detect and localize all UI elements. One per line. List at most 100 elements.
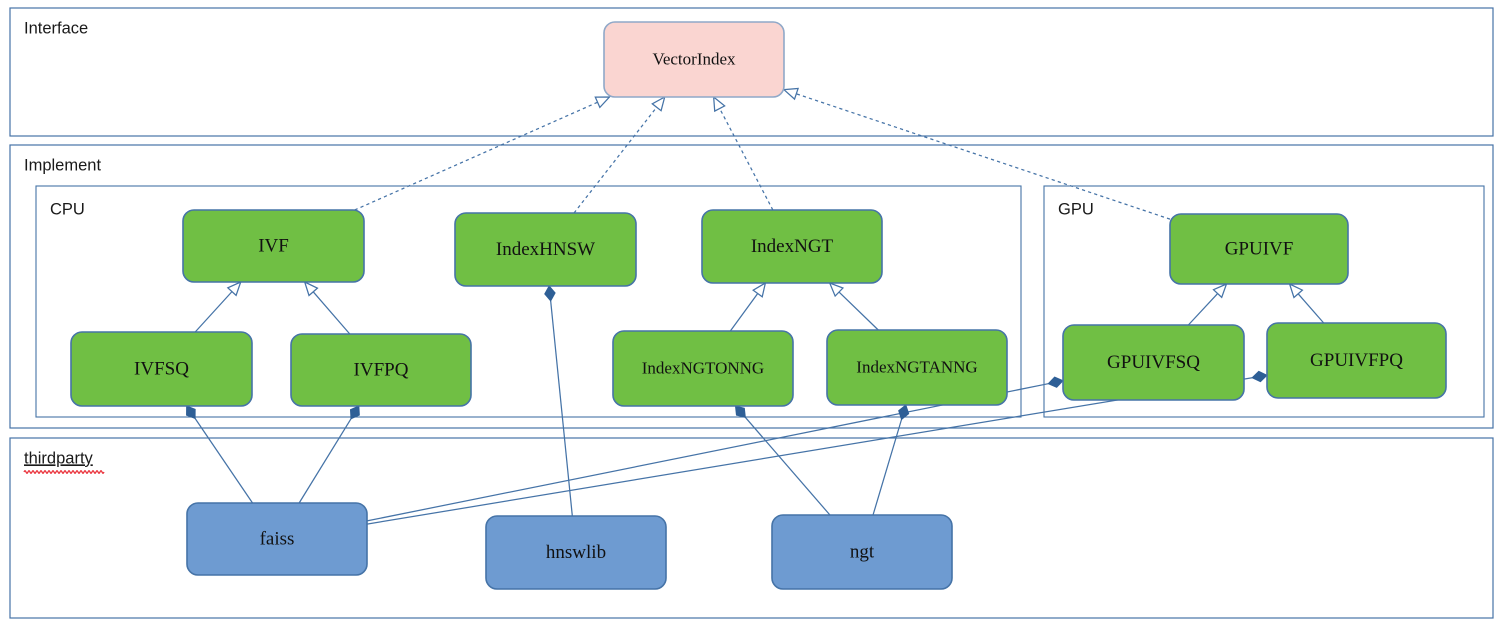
container-label-thirdparty: thirdparty: [24, 449, 94, 467]
edge-line: [796, 93, 1171, 220]
generalization-arrowhead: [1288, 282, 1304, 299]
generalization-arrowhead: [651, 95, 666, 112]
node-label-ivfpq: IVFPQ: [354, 359, 409, 380]
node-indexhnsw[interactable]: IndexHNSW: [454, 212, 637, 287]
node-label-ngt: ngt: [850, 541, 875, 562]
generalization-arrowhead: [594, 96, 611, 109]
node-box-indexhnsw[interactable]: [454, 212, 637, 287]
edge-realization-indexhnsw-to-vectorindex: [573, 95, 666, 214]
node-box-hnswlib[interactable]: [485, 515, 667, 590]
edge-line: [1187, 293, 1219, 326]
edge-generalization-indexngtanng-to-indexngt: [828, 281, 879, 331]
node-label-gpuivf: GPUIVF: [1225, 238, 1294, 259]
edge-generalization-gpuivfpq-to-gpuivf: [1288, 282, 1325, 324]
edge-line: [298, 418, 352, 504]
arrowhead-hollow-triangle-0: [594, 96, 611, 109]
arrowhead-filled-diamond-11: [349, 405, 360, 420]
composition-diamond: [734, 405, 746, 418]
arrowhead-hollow-triangle-1: [651, 95, 666, 112]
generalization-arrowhead: [752, 281, 767, 298]
node-box-gpuivf[interactable]: [1169, 213, 1349, 285]
composition-diamond: [349, 405, 360, 420]
node-indexngtonng[interactable]: IndexNGTONNG: [612, 330, 794, 407]
arrowhead-hollow-triangle-7: [828, 281, 845, 298]
composition-diamond: [544, 285, 556, 302]
edge-line: [194, 418, 254, 504]
node-vectorindex[interactable]: VectorIndex: [603, 21, 785, 98]
edge-generalization-ivfpq-to-ivf: [303, 280, 351, 335]
edge-composition-ngt-to-indexngtanng: [872, 404, 910, 516]
node-box-indexngtanng[interactable]: [826, 329, 1008, 406]
arrowhead-hollow-triangle-4: [226, 280, 242, 297]
arrowhead-filled-diamond-10: [186, 405, 196, 420]
edge-composition-faiss-to-gpuivfsq: [366, 376, 1064, 522]
edge-composition-faiss-to-ivfpq: [298, 405, 360, 504]
container-label-interface: Interface: [24, 19, 88, 37]
edge-generalization-indexngtonng-to-indexngt: [729, 281, 767, 332]
arrowhead-hollow-triangle-3: [782, 87, 800, 101]
edge-line: [194, 291, 233, 333]
node-faiss[interactable]: faiss: [186, 502, 368, 576]
node-label-ivf: IVF: [258, 235, 289, 256]
arrowhead-hollow-triangle-2: [712, 95, 726, 113]
edge-line: [312, 291, 351, 335]
node-box-gpuivfpq[interactable]: [1266, 322, 1447, 399]
subcontainer-label-cpu: CPU: [50, 200, 85, 218]
edge-line: [838, 291, 879, 331]
node-label-indexngt: IndexNGT: [751, 236, 834, 257]
node-ngt[interactable]: ngt: [771, 514, 953, 590]
node-label-indexngtonng: IndexNGTONNG: [642, 358, 764, 377]
edge-composition-hnswlib-to-indexhnsw: [544, 285, 573, 517]
subcontainer-label-gpu: GPU: [1058, 200, 1094, 218]
node-label-indexngtanng: IndexNGTANNG: [856, 357, 977, 376]
node-indexngtanng[interactable]: IndexNGTANNG: [826, 329, 1008, 406]
node-indexngt[interactable]: IndexNGT: [701, 209, 883, 284]
arrowhead-filled-diamond-16: [898, 404, 910, 421]
arrowhead-hollow-triangle-6: [752, 281, 767, 298]
composition-diamond: [1047, 376, 1064, 388]
edge-line: [744, 416, 831, 516]
node-label-hnswlib: hnswlib: [546, 542, 606, 563]
node-label-gpuivfpq: GPUIVFPQ: [1310, 350, 1403, 371]
spellcheck-squiggle-thirdparty: [23, 470, 105, 474]
edge-composition-ngt-to-indexngtonng: [734, 405, 831, 516]
node-label-gpuivfsq: GPUIVFSQ: [1107, 352, 1200, 373]
edge-composition-faiss-to-gpuivfpq: [366, 370, 1268, 525]
node-box-vectorindex[interactable]: [603, 21, 785, 98]
generalization-arrowhead: [226, 280, 242, 297]
edge-line: [573, 106, 658, 214]
composition-diamond: [186, 405, 196, 420]
node-gpuivfpq[interactable]: GPUIVFPQ: [1266, 322, 1447, 399]
edge-line: [872, 419, 903, 516]
generalization-arrowhead: [1212, 282, 1228, 299]
node-hnswlib[interactable]: hnswlib: [485, 515, 667, 590]
edge-line: [366, 383, 1049, 522]
node-gpuivf[interactable]: GPUIVF: [1169, 213, 1349, 285]
node-box-ngt[interactable]: [771, 514, 953, 590]
node-ivfsq[interactable]: IVFSQ: [70, 331, 253, 407]
generalization-arrowhead: [782, 87, 800, 101]
node-label-indexhnsw: IndexHNSW: [496, 239, 595, 260]
node-box-ivf[interactable]: [182, 209, 365, 283]
edge-line: [1297, 293, 1325, 324]
node-box-indexngtonng[interactable]: [612, 330, 794, 407]
edge-realization-indexngt-to-vectorindex: [712, 95, 774, 211]
node-ivfpq[interactable]: IVFPQ: [290, 333, 472, 407]
generalization-arrowhead: [303, 280, 319, 297]
edges-layer: [186, 87, 1325, 525]
node-box-gpuivfsq[interactable]: [1062, 324, 1245, 401]
node-gpuivfsq[interactable]: GPUIVFSQ: [1062, 324, 1245, 401]
edge-generalization-ivfsq-to-ivf: [194, 280, 242, 333]
node-box-indexngt[interactable]: [701, 209, 883, 284]
node-box-ivfsq[interactable]: [70, 331, 253, 407]
generalization-arrowhead: [828, 281, 845, 298]
container-label-implement: Implement: [24, 156, 101, 174]
composition-diamond: [1251, 370, 1268, 383]
node-box-ivfpq[interactable]: [290, 333, 472, 407]
node-ivf[interactable]: IVF: [182, 209, 365, 283]
node-box-faiss[interactable]: [186, 502, 368, 576]
edge-generalization-gpuivfsq-to-gpuivf: [1187, 282, 1228, 326]
node-label-ivfsq: IVFSQ: [134, 358, 189, 379]
